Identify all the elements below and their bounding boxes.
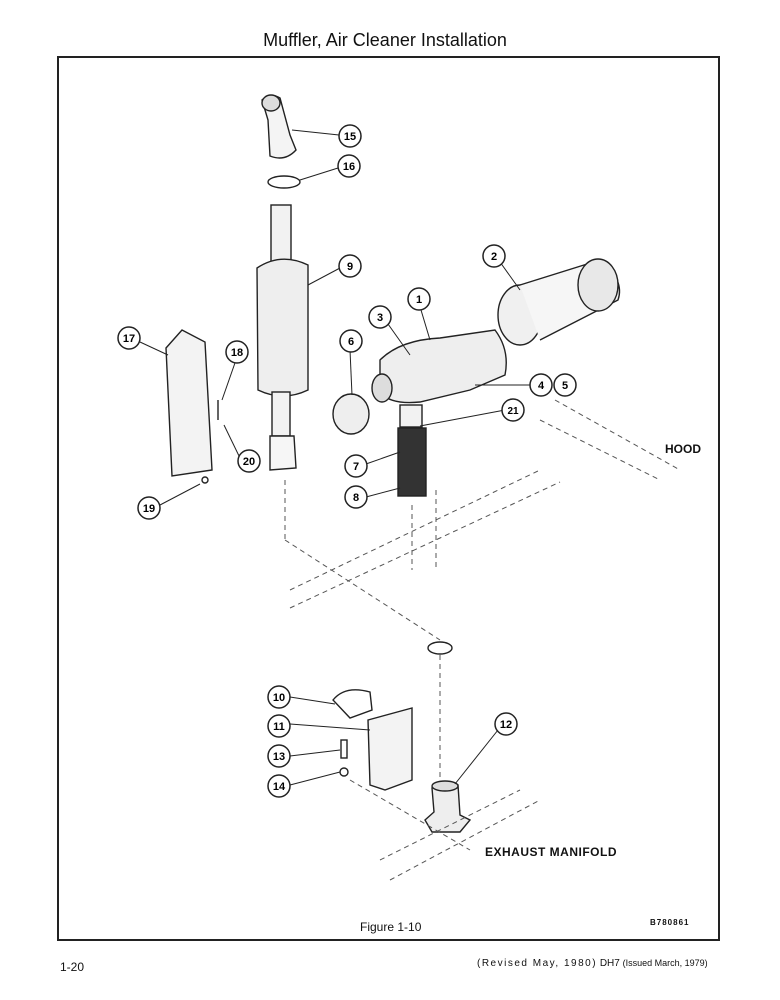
callout-18: 18 (225, 340, 249, 364)
figure-caption: Figure 1-10 (360, 920, 422, 934)
svg-text:12: 12 (500, 719, 512, 731)
svg-text:15: 15 (344, 131, 356, 143)
filter-element-part (497, 258, 621, 346)
footer-revised: (Revised May, 1980) (477, 958, 598, 969)
svg-text:7: 7 (353, 461, 359, 473)
svg-text:11: 11 (273, 721, 285, 733)
svg-text:21: 21 (507, 406, 519, 417)
svg-text:5: 5 (562, 380, 568, 392)
callout-16: 16 (337, 154, 361, 178)
svg-text:18: 18 (231, 347, 243, 359)
svg-text:9: 9 (347, 261, 353, 273)
svg-text:6: 6 (348, 336, 354, 348)
callout-9: 9 (338, 254, 362, 278)
cap-part (332, 393, 370, 435)
callout-15: 15 (338, 124, 362, 148)
callout-13: 13 (267, 744, 291, 768)
callout-5: 5 (553, 373, 577, 397)
svg-text:1: 1 (416, 294, 422, 306)
heat-shield-part (165, 329, 213, 477)
svg-text:14: 14 (273, 781, 286, 793)
callout-1: 1 (407, 287, 431, 311)
callout-20: 20 (237, 449, 261, 473)
clamp-part (267, 175, 301, 189)
air-cleaner-part (371, 329, 507, 428)
svg-text:16: 16 (343, 161, 355, 173)
hose-part (397, 427, 427, 497)
callout-8: 8 (344, 485, 368, 509)
page-number: 1-20 (60, 960, 85, 974)
footer-issued: (Issued March, 1979) (622, 958, 708, 968)
callout-21: 21 (501, 398, 525, 422)
callout-17: 17 (117, 326, 141, 350)
svg-text:10: 10 (273, 692, 285, 704)
svg-text:20: 20 (243, 456, 255, 468)
page-title: Muffler, Air Cleaner Installation (263, 30, 507, 50)
figure-frame (57, 56, 720, 941)
svg-text:17: 17 (123, 333, 135, 345)
callout-19: 19 (137, 496, 161, 520)
muffler-part (256, 204, 309, 471)
exhaust-manifold-label: EXHAUST MANIFOLD (485, 845, 617, 859)
bracket-part (367, 707, 413, 791)
footer-revision: (Revised May, 1980) DH7 (Issued March, 1… (477, 958, 708, 969)
svg-text:2: 2 (491, 251, 497, 263)
svg-text:4: 4 (538, 380, 545, 392)
hood-label: HOOD (665, 442, 701, 456)
callout-10: 10 (267, 685, 291, 709)
svg-text:19: 19 (143, 503, 155, 515)
callout-12: 12 (494, 712, 518, 736)
drawing-code: B780861 (650, 918, 690, 927)
manifold-elbow-part (424, 784, 472, 833)
callout-2: 2 (482, 244, 506, 268)
callout-3: 3 (368, 305, 392, 329)
svg-text:8: 8 (353, 492, 359, 504)
callout-4: 4 (529, 373, 553, 397)
svg-text:13: 13 (273, 751, 285, 763)
callout-6: 6 (339, 329, 363, 353)
svg-text:3: 3 (377, 312, 383, 324)
callout-14: 14 (267, 774, 291, 798)
callout-7: 7 (344, 454, 368, 478)
u-bolt-part (332, 689, 373, 719)
exhaust-stack-part (261, 94, 297, 159)
callout-group: 15 16 9 17 18 20 19 1 2 3 6 4 5 21 7 8 1… (117, 124, 577, 798)
callout-11: 11 (267, 714, 291, 738)
footer-model: DH7 (599, 958, 620, 969)
